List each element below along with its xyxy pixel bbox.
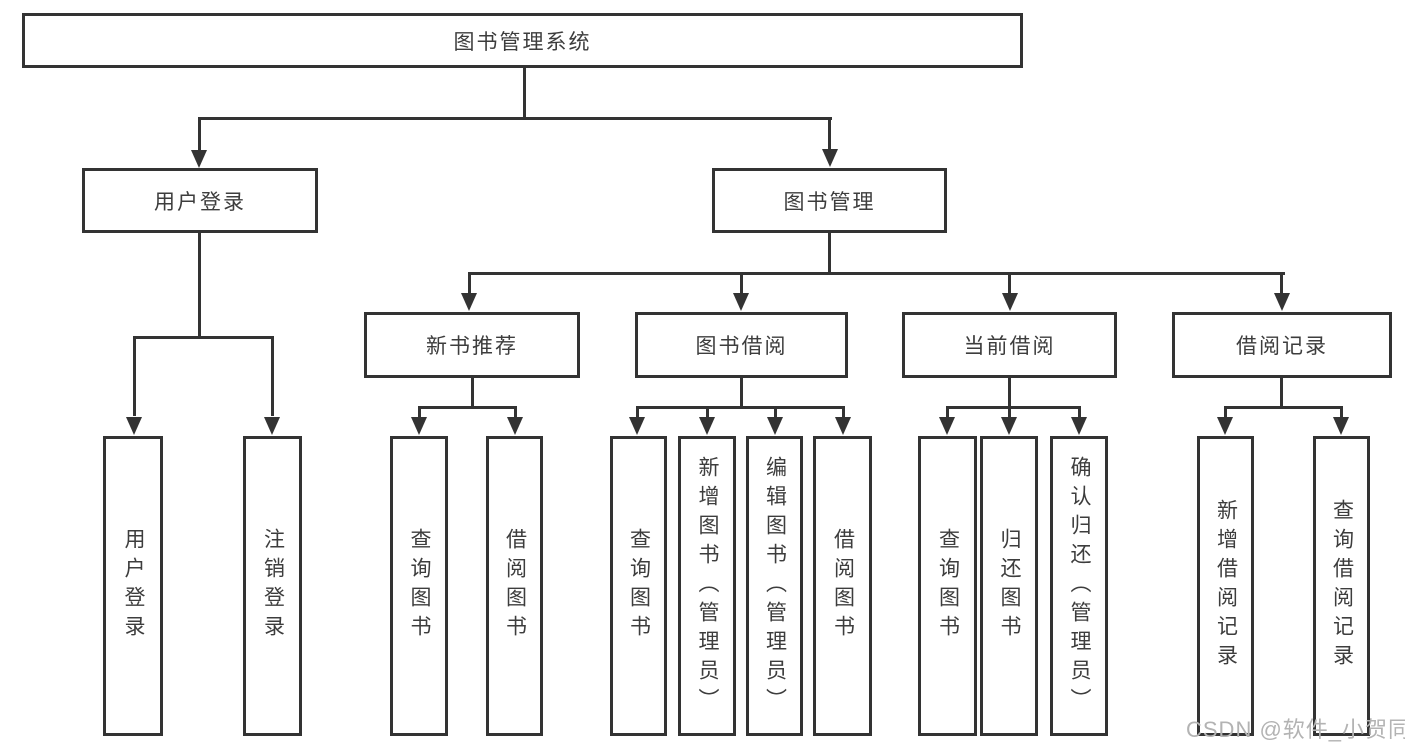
arrow-down-icon [835,417,851,435]
leaf-logout: 注销登录 [243,436,302,736]
arrow-down-icon [629,417,645,435]
connector-line [198,117,201,151]
node-book-borrowing: 图书借阅 [635,312,848,378]
arrow-down-icon [1217,417,1233,435]
arrow-down-icon [507,417,523,435]
arrow-down-icon [699,417,715,435]
arrow-down-icon [1333,417,1349,435]
connector-line [1078,406,1081,418]
node-library-management-system: 图书管理系统 [22,13,1023,68]
connector-line [740,272,743,294]
connector-line [271,336,274,416]
arrow-down-icon [1001,417,1017,435]
leaf-query-books-borrowing: 查询图书 [610,436,667,736]
node-new-book-recommendation: 新书推荐 [364,312,580,378]
connector-line [198,117,832,120]
leaf-query-borrow-record: 查询借阅记录 [1313,436,1370,736]
arrow-down-icon [126,417,142,435]
connector-line [418,406,421,418]
connector-line [636,406,845,409]
connector-line [636,406,639,418]
leaf-edit-book-admin: 编辑图书（管理员） [746,436,803,736]
arrow-down-icon [1274,293,1290,311]
connector-line [133,336,136,416]
connector-line [1280,378,1283,409]
connector-line [468,272,1285,275]
connector-line [1224,406,1343,409]
connector-line [842,406,845,418]
arrow-down-icon [1071,417,1087,435]
connector-line [418,406,517,409]
connector-line [471,378,474,409]
leaf-user-login: 用户登录 [103,436,163,736]
watermark: CSDN @软件_小贺同学 [1186,717,1405,742]
arrow-down-icon [939,417,955,435]
arrow-down-icon [264,417,280,435]
connector-line [828,233,831,275]
arrow-down-icon [733,293,749,311]
arrow-down-icon [1002,293,1018,311]
leaf-query-books-current: 查询图书 [918,436,977,736]
connector-line [1224,406,1227,418]
leaf-query-books-recommend: 查询图书 [390,436,448,736]
connector-line [1340,406,1343,418]
connector-line [706,406,709,418]
leaf-add-book-admin: 新增图书（管理员） [678,436,736,736]
arrow-down-icon [822,149,838,167]
connector-line [198,232,201,339]
connector-line [774,406,777,418]
node-user-login: 用户登录 [82,168,318,233]
leaf-return-book: 归还图书 [980,436,1038,736]
connector-line [1008,406,1011,418]
node-book-management: 图书管理 [712,168,947,233]
arrow-down-icon [461,293,477,311]
connector-line [468,272,471,294]
leaf-confirm-return-admin: 确认归还（管理员） [1050,436,1108,736]
connector-line [828,117,831,151]
connector-line [523,68,526,118]
connector-line [1008,272,1011,294]
connector-line [514,406,517,418]
leaf-borrow-books: 借阅图书 [813,436,872,736]
connector-line [740,378,743,409]
arrow-down-icon [767,417,783,435]
arrow-down-icon [191,150,207,168]
leaf-add-borrow-record: 新增借阅记录 [1197,436,1254,736]
node-current-borrowing: 当前借阅 [902,312,1117,378]
node-borrowing-records: 借阅记录 [1172,312,1392,378]
leaf-borrow-books-recommend: 借阅图书 [486,436,543,736]
connector-line [946,406,1081,409]
arrow-down-icon [411,417,427,435]
connector-line [946,406,949,418]
connector-line [133,336,274,339]
connector-line [1280,272,1283,294]
connector-line [1008,378,1011,409]
